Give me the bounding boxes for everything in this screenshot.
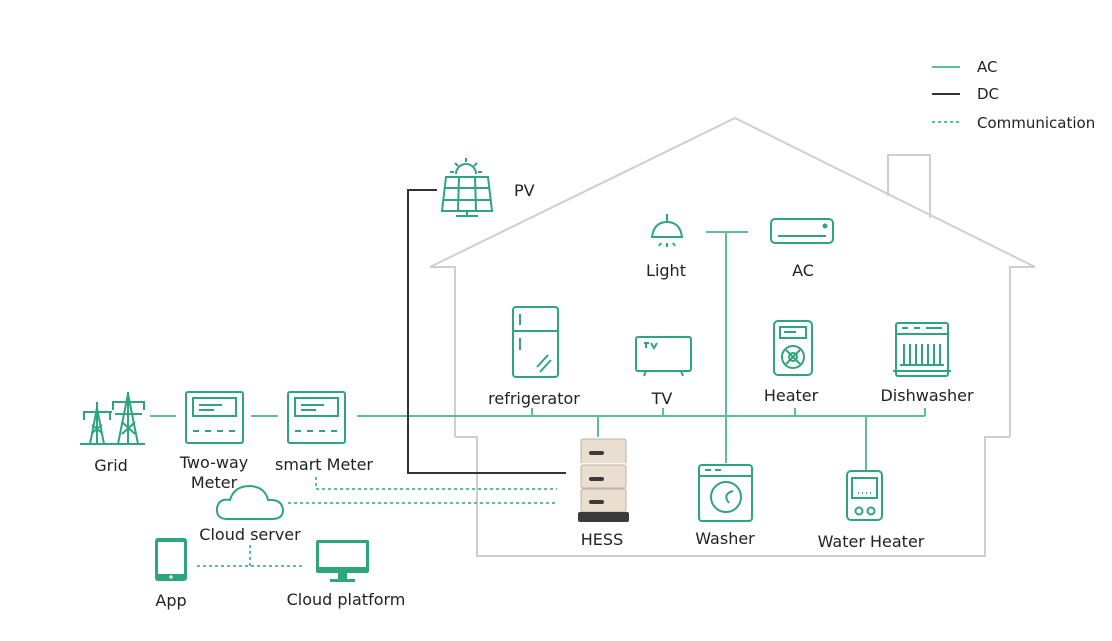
dishwasher-icon — [893, 322, 951, 377]
cloud-platform-label: Cloud platform — [286, 590, 406, 609]
legend — [932, 66, 960, 123]
app-label: App — [155, 591, 187, 610]
two-way-meter-label-line1: Two-way — [179, 453, 249, 472]
pv-label: PV — [514, 181, 535, 200]
legend-dc-label: DC — [977, 85, 1000, 103]
water-heater-icon — [846, 470, 883, 521]
hess-label: HESS — [580, 530, 624, 549]
washer-label: Washer — [695, 529, 755, 548]
heater-label: Heater — [763, 386, 819, 405]
house-outline — [429, 116, 1036, 557]
ac-appliance-label: AC — [792, 261, 814, 280]
smart-meter-label: smart Meter — [274, 455, 374, 474]
grid-label: Grid — [94, 456, 128, 475]
cloud-icon — [215, 484, 285, 520]
air-conditioner-icon — [770, 218, 834, 244]
refrigerator-icon — [512, 306, 559, 378]
dc-wiring — [407, 189, 566, 474]
tablet-icon — [155, 538, 187, 581]
battery-storage-icon — [578, 438, 629, 522]
power-tower-icon — [80, 392, 145, 445]
ac-wiring — [150, 231, 926, 470]
solar-panel-icon — [440, 158, 494, 217]
two-way-meter-label-line2: Meter — [190, 473, 238, 492]
lamp-icon — [650, 214, 684, 247]
smart-meter-icon — [287, 391, 346, 444]
tv-icon — [635, 336, 692, 377]
cloud-server-label: Cloud server — [199, 525, 301, 544]
legend-communication-label: Communication — [977, 114, 1096, 132]
communication-wiring — [197, 477, 557, 567]
tv-label: TV — [651, 389, 673, 408]
water-heater-label: Water Heater — [817, 532, 925, 551]
washing-machine-icon — [698, 464, 753, 522]
monitor-icon — [316, 540, 369, 582]
dishwasher-label: Dishwasher — [880, 386, 974, 405]
legend-ac-label: AC — [977, 58, 998, 76]
two-way-meter-icon — [185, 391, 244, 444]
light-label: Light — [646, 261, 686, 280]
two-way-meter-label: Two-way Meter — [180, 453, 248, 493]
heater-icon — [773, 320, 813, 376]
refrigerator-label: refrigerator — [488, 389, 580, 408]
